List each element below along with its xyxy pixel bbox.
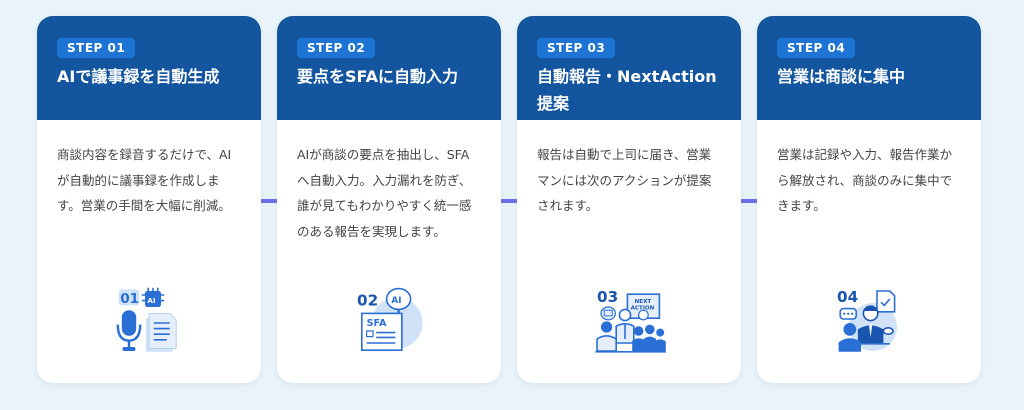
step-header: STEP 04 営業は商談に集中 <box>757 16 981 120</box>
svg-text:NEXT: NEXT <box>635 299 652 305</box>
step-header: STEP 03 自動報告・NextAction提案 <box>517 16 741 120</box>
connector-1-2 <box>261 199 277 203</box>
steps-row: STEP 01 AIで議事録を自動生成 商談内容を録音するだけで、AIが自動的に… <box>37 16 981 383</box>
svg-text:ACTION: ACTION <box>631 305 655 311</box>
microphone-ai-document-icon: 01 AI <box>116 287 177 352</box>
ai-brain-sfa-form-icon: 02 AI SFA <box>357 287 423 351</box>
step-badge: STEP 03 <box>537 38 616 58</box>
step-badge: STEP 02 <box>297 38 376 58</box>
svg-text:03: 03 <box>597 288 618 306</box>
presentation-next-action-icon: 03 NEXT ACTION <box>595 288 666 353</box>
step-card-3: STEP 03 自動報告・NextAction提案 報告は自動で上司に届き、営業… <box>517 16 741 383</box>
step-card-2: STEP 02 要点をSFAに自動入力 AIが商談の要点を抽出し、SFAへ自動入… <box>277 16 501 383</box>
connector-2-3 <box>501 199 517 203</box>
step-badge: STEP 01 <box>57 38 136 58</box>
step-badge: STEP 04 <box>777 38 856 58</box>
step-description: 営業は記録や入力、報告作業から解放され、商談のみに集中できます。 <box>777 147 953 213</box>
svg-text:04: 04 <box>837 288 858 306</box>
svg-text:SFA: SFA <box>367 318 387 329</box>
step-description: AIが商談の要点を抽出し、SFAへ自動入力。入力漏れを防ぎ、誰が見てもわかりやす… <box>297 147 472 239</box>
step-title: 自動報告・NextAction提案 <box>537 67 717 113</box>
step-description: 商談内容を録音するだけで、AIが自動的に議事録を作成します。営業の手間を大幅に削… <box>57 147 232 213</box>
step-title: 営業は商談に集中 <box>777 67 906 86</box>
step-header: STEP 01 AIで議事録を自動生成 <box>37 16 261 120</box>
step-description: 報告は自動で上司に届き、営業マンには次のアクションが提案されます。 <box>537 147 712 213</box>
step-title: AIで議事録を自動生成 <box>57 67 220 86</box>
connector-3-4 <box>741 199 757 203</box>
sales-meeting-icon: 04 <box>837 288 897 352</box>
svg-text:AI: AI <box>391 296 401 306</box>
step-card-4: STEP 04 営業は商談に集中 営業は記録や入力、報告作業から解放され、商談の… <box>757 16 981 383</box>
step-title: 要点をSFAに自動入力 <box>297 67 459 86</box>
step-header: STEP 02 要点をSFAに自動入力 <box>277 16 501 120</box>
step-card-1: STEP 01 AIで議事録を自動生成 商談内容を録音するだけで、AIが自動的に… <box>37 16 261 383</box>
svg-text:AI: AI <box>147 296 156 305</box>
svg-text:01: 01 <box>120 291 139 307</box>
svg-text:02: 02 <box>357 291 378 309</box>
